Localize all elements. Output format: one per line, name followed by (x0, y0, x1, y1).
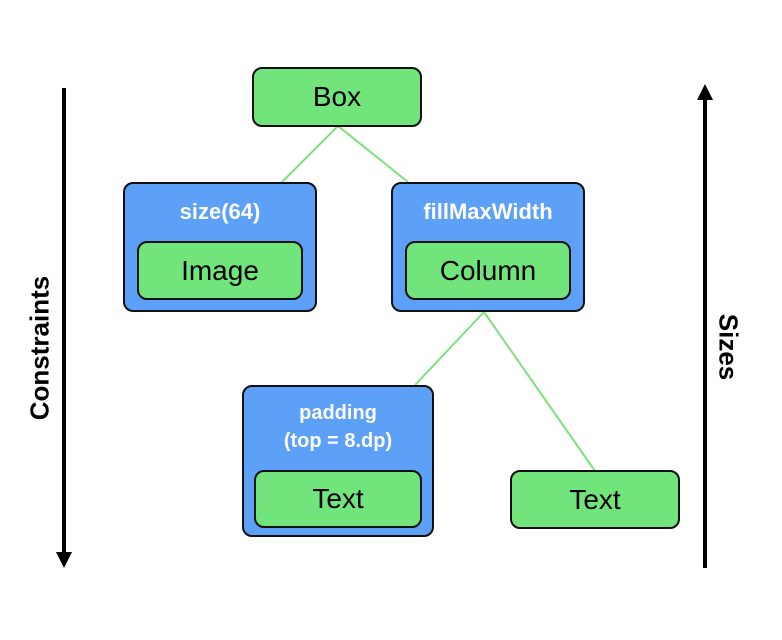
size-modifier: size(64) Image (123, 182, 317, 312)
connector-box-to-size (281, 125, 339, 183)
box-node: Box (252, 67, 422, 127)
text-node-padded: Text (254, 470, 422, 528)
padding-modifier-line2: (top = 8.dp) (283, 430, 393, 452)
connector-column-to-padding (414, 311, 485, 386)
connector-column-to-text (483, 311, 596, 472)
size-modifier-label: size(64) (179, 199, 261, 224)
constraints-arrow-head (56, 552, 72, 568)
fillmaxwidth-modifier: fillMaxWidth Column (391, 182, 585, 312)
text-node-label: Text (569, 483, 621, 515)
box-node-label: Box (312, 81, 362, 112)
padding-modifier: padding (top = 8.dp) Text (242, 385, 434, 537)
padding-modifier-line1: padding (299, 402, 377, 424)
fillmaxwidth-modifier-label: fillMaxWidth (423, 199, 553, 224)
padding-modifier-label: padding (top = 8.dp) (244, 399, 432, 455)
sizes-label: Sizes (713, 313, 744, 381)
column-node-label: Column (439, 254, 537, 286)
sizes-arrow-head (697, 84, 713, 100)
text-node-padded-label: Text (312, 483, 364, 514)
constraints-label: Constraints (24, 275, 55, 421)
image-node: Image (137, 241, 303, 300)
text-node: Text (510, 470, 680, 529)
image-node-label: Image (181, 254, 259, 286)
column-node: Column (405, 241, 571, 300)
connector-box-to-fillmaxwidth (337, 125, 409, 183)
